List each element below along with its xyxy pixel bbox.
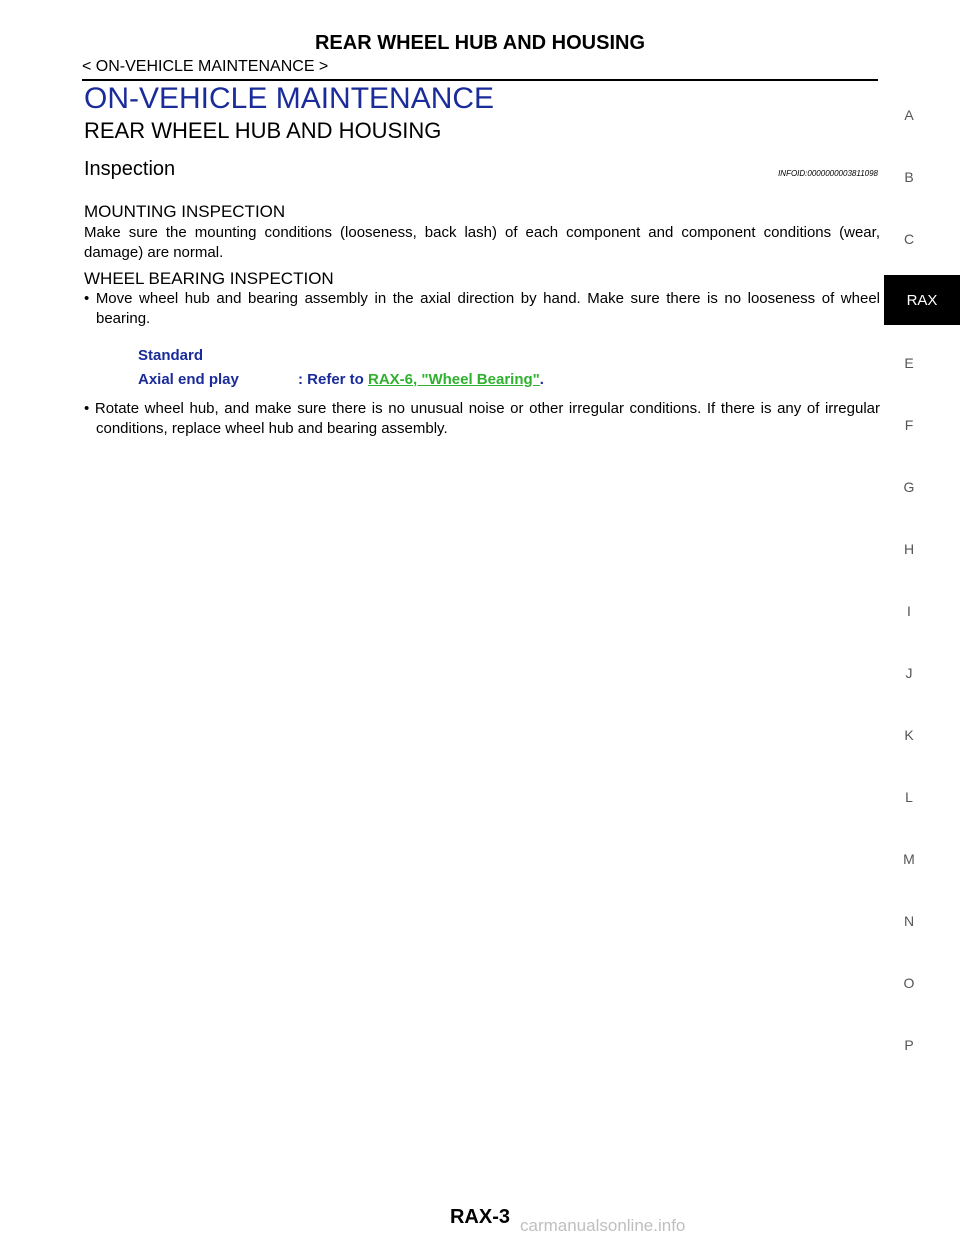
tab-f[interactable]: F bbox=[904, 417, 914, 433]
tab-j[interactable]: J bbox=[905, 665, 913, 681]
tab-m[interactable]: M bbox=[903, 851, 915, 867]
standard-label: Standard bbox=[138, 347, 204, 364]
tab-i[interactable]: I bbox=[907, 603, 911, 619]
mounting-heading: MOUNTING INSPECTION bbox=[84, 202, 286, 221]
page-number: RAX-3 bbox=[449, 1206, 510, 1228]
bullet-rotate-hub-text: Rotate wheel hub, and make sure there is… bbox=[94, 400, 880, 437]
axial-label: Axial end play bbox=[138, 371, 239, 388]
tab-n[interactable]: N bbox=[903, 913, 915, 929]
info-id: INFOID:0000000003811098 bbox=[778, 169, 878, 178]
tab-k[interactable]: K bbox=[904, 727, 914, 743]
tab-rax-active[interactable]: RAX bbox=[884, 275, 960, 325]
refer-suffix: . bbox=[539, 371, 544, 388]
bullet-move-hub-text: Move wheel hub and bearing assembly in t… bbox=[95, 290, 880, 327]
tab-e[interactable]: E bbox=[904, 355, 914, 371]
tab-h[interactable]: H bbox=[903, 541, 915, 557]
mounting-text: Make sure the mounting conditions (loose… bbox=[84, 224, 880, 261]
inspection-title: Inspection bbox=[84, 158, 176, 180]
axial-value: : Refer to RAX-6, "Wheel Bearing". bbox=[298, 371, 544, 388]
header-rule bbox=[82, 79, 878, 81]
tab-o[interactable]: O bbox=[903, 975, 915, 991]
header-title: REAR WHEEL HUB AND HOUSING bbox=[314, 32, 645, 54]
bullet-move-hub: • Move wheel hub and bearing assembly in… bbox=[84, 290, 880, 327]
refer-prefix: : Refer to bbox=[298, 371, 369, 388]
sub-title: REAR WHEEL HUB AND HOUSING bbox=[84, 118, 442, 143]
tab-a[interactable]: A bbox=[904, 107, 914, 123]
section-title: ON-VEHICLE MAINTENANCE bbox=[84, 82, 495, 115]
tab-b[interactable]: B bbox=[904, 169, 914, 185]
tab-g[interactable]: G bbox=[903, 479, 915, 495]
tab-p[interactable]: P bbox=[904, 1037, 914, 1053]
watermark: carmanualsonline.info bbox=[520, 1216, 686, 1235]
wheel-bearing-heading: WHEEL BEARING INSPECTION bbox=[84, 269, 334, 288]
bullet-rotate-hub: • Rotate wheel hub, and make sure there … bbox=[84, 400, 880, 437]
wheel-bearing-link[interactable]: RAX-6, "Wheel Bearing" bbox=[368, 371, 540, 388]
header-subtitle: < ON-VEHICLE MAINTENANCE > bbox=[82, 58, 329, 75]
tab-l[interactable]: L bbox=[905, 789, 913, 805]
tab-c[interactable]: C bbox=[903, 231, 915, 247]
